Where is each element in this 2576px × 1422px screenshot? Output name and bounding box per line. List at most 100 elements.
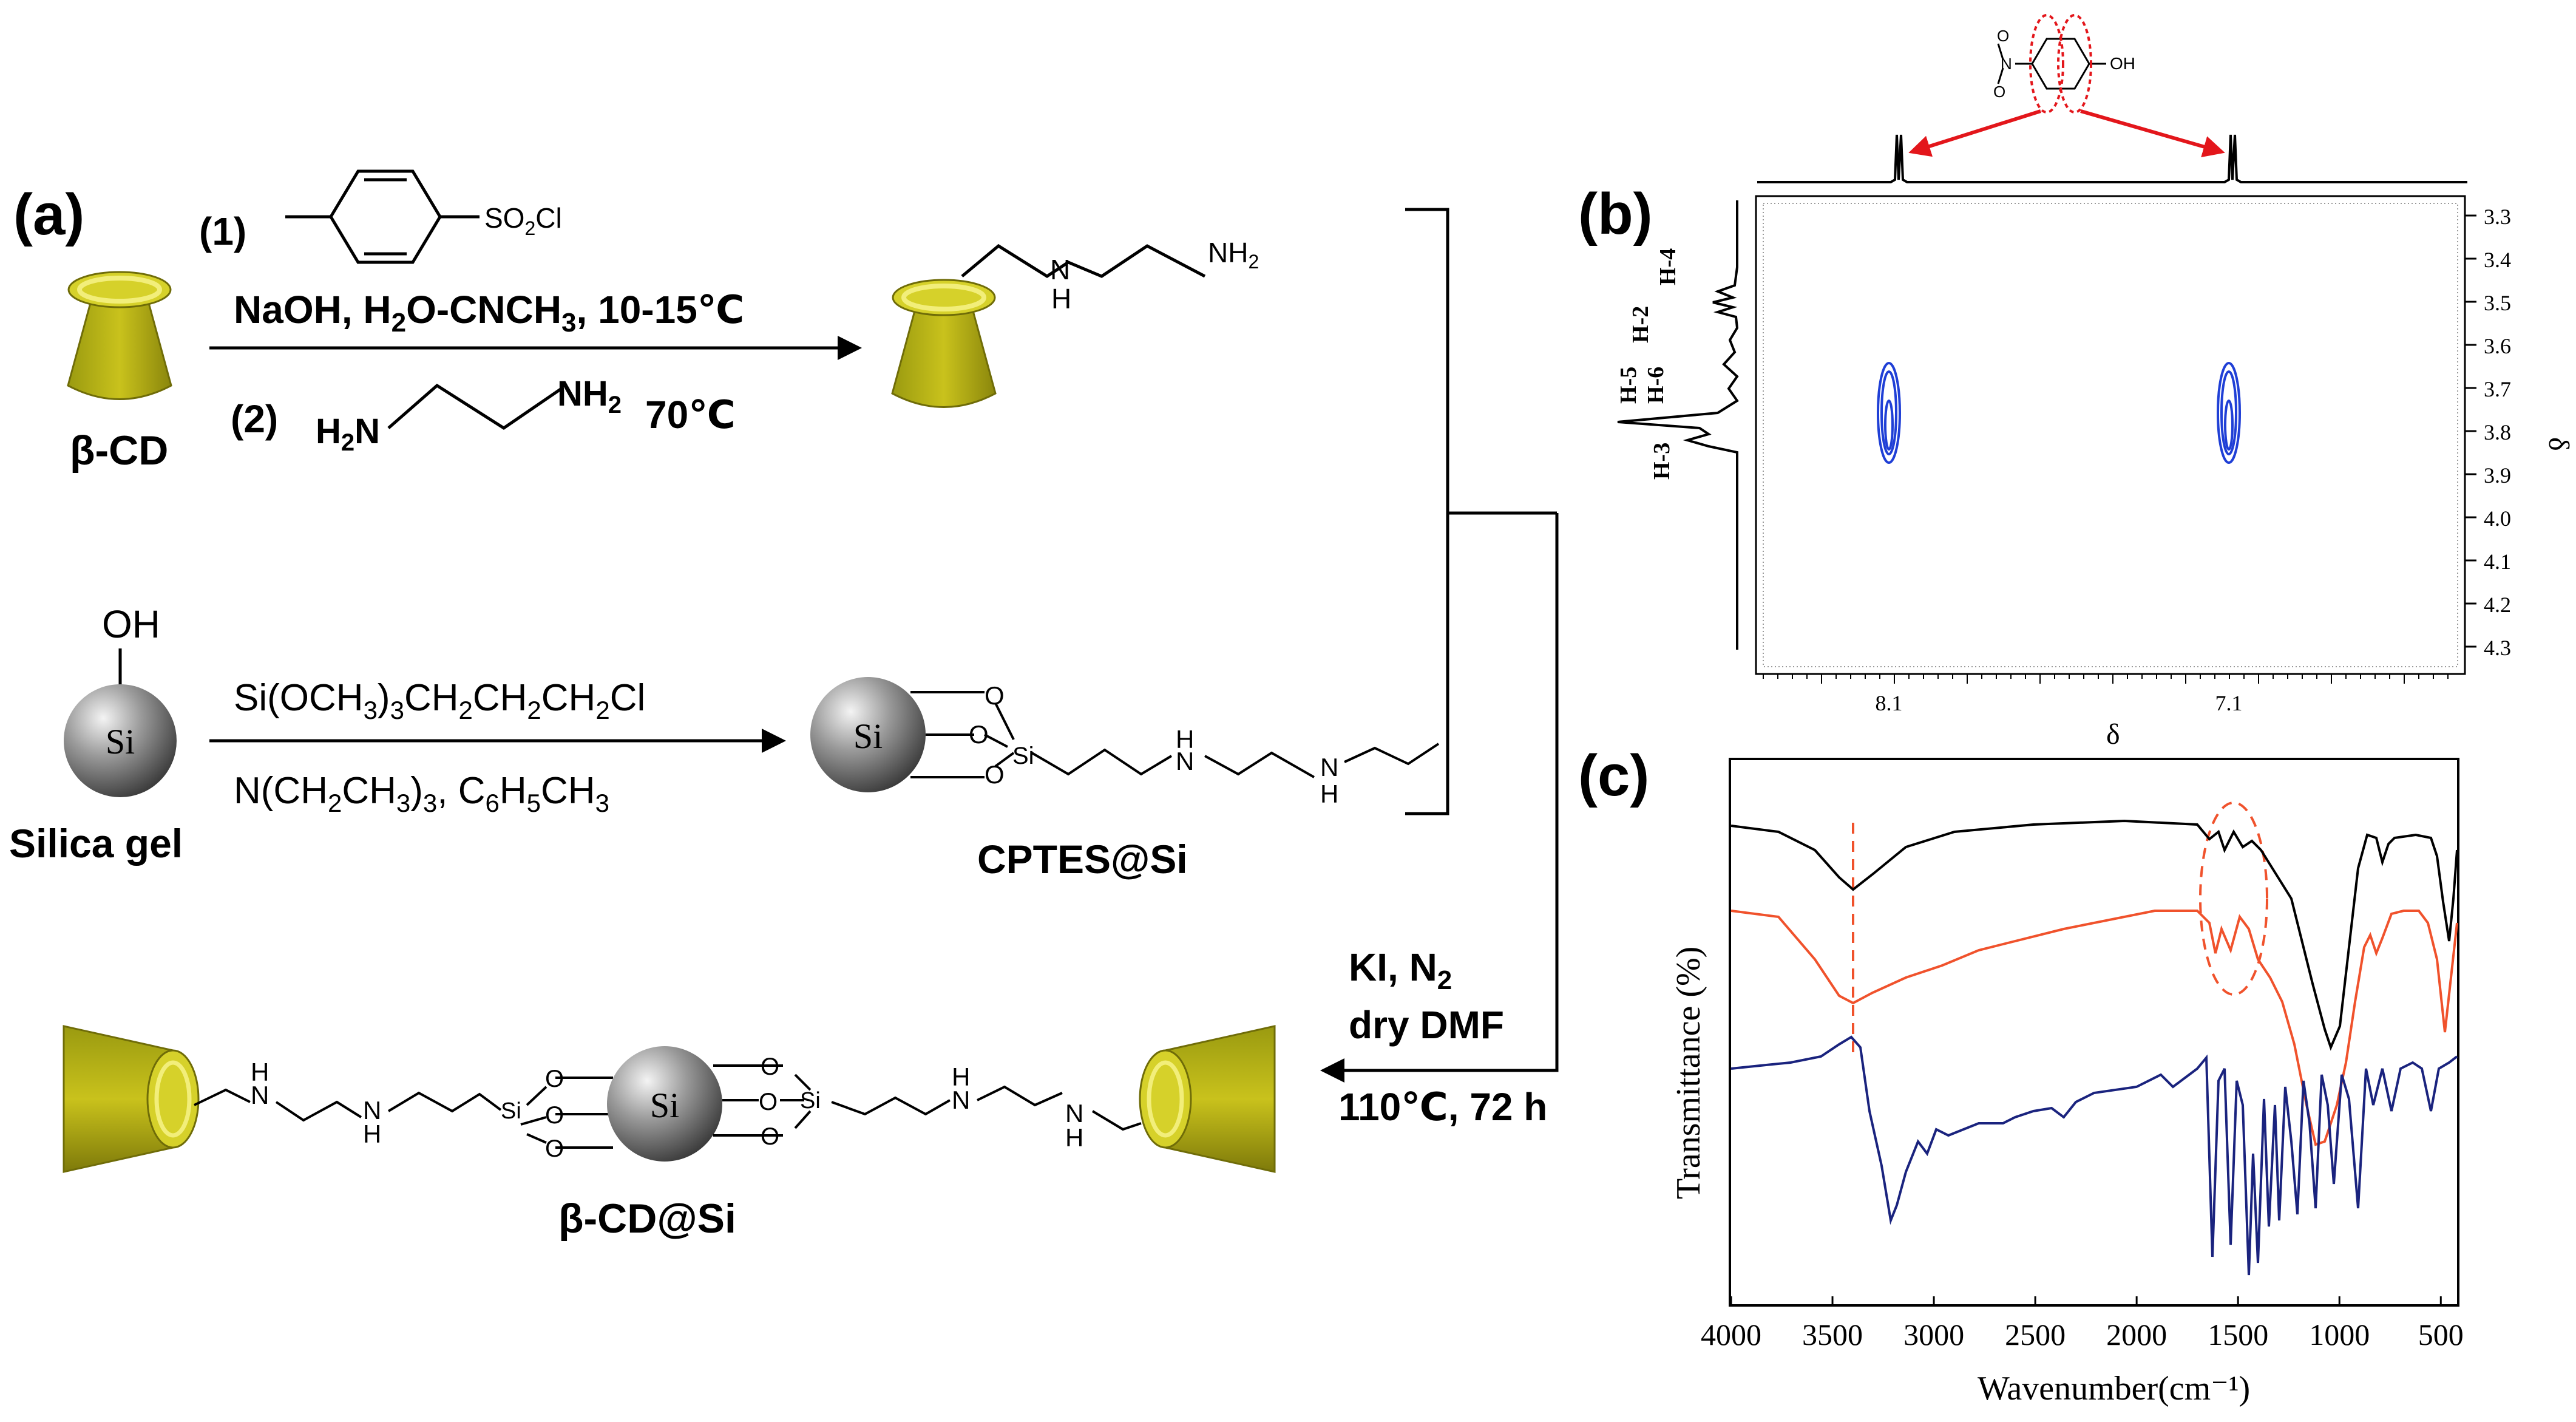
final-n-4: N — [1065, 1099, 1083, 1128]
final-o-2: O — [545, 1102, 564, 1129]
ir-x-tick-label: 2500 — [2005, 1318, 2066, 1352]
ir-x-axis-label: Wavenumber(cm⁻¹) — [1978, 1370, 2250, 1407]
tosyl-chloride-structure — [285, 169, 480, 264]
ir-x-tick-label: 3000 — [1903, 1318, 1964, 1352]
top-1d-spectrum — [1757, 134, 2467, 183]
nitro-o-top: O — [1997, 27, 2009, 45]
bracket-left — [1405, 208, 1449, 815]
right-axis-tick-label: 4.2 — [2484, 593, 2511, 617]
ethylenediamine-chain — [387, 383, 563, 430]
final-h-3: H — [952, 1063, 970, 1091]
panel-a: (a) β-CD (1) SO2Cl NaOH, H2O-CNCH3, 10-1… — [9, 169, 1559, 1242]
coupling-arrow — [1320, 513, 1559, 1083]
phenol-oh: OH — [2110, 54, 2135, 73]
cptes-o-2: O — [969, 720, 989, 749]
reagent-3: Si(OCH3)3CH2CH2CH2Cl — [234, 677, 645, 724]
cptes-linkage — [910, 691, 1440, 778]
final-cd-left-icon — [63, 1025, 200, 1173]
panel-a-label: (a) — [13, 182, 84, 247]
product1-nh-n: N — [1050, 254, 1070, 285]
proton-label-h6: H-6 — [1643, 367, 1669, 404]
step1-number: (1) — [199, 209, 246, 253]
final-silica-sphere-icon — [607, 1046, 722, 1162]
cptes-si-atom: Si — [1012, 743, 1034, 769]
final-si-right: Si — [800, 1088, 821, 1114]
bottom-axis-tick-label: 8.1 — [1876, 691, 1903, 715]
panel-c-label: (c) — [1578, 743, 1649, 808]
right-axis-tick-label: 3.4 — [2484, 248, 2511, 272]
proton-label-h3: H-3 — [1649, 443, 1675, 480]
reagent-2-temp: 70℃ — [645, 393, 736, 437]
right-axis-tick-label: 4.1 — [2484, 549, 2511, 574]
beta-cd-cone-icon — [67, 271, 172, 400]
final-o-4: O — [761, 1053, 779, 1080]
final-product-label: β-CD@Si — [558, 1196, 736, 1242]
nitro-o-bottom: O — [1993, 83, 2005, 101]
cptes-o-3: O — [985, 760, 1005, 789]
right-axis-tick-label: 4.3 — [2484, 636, 2511, 660]
beta-cd-label: β-CD — [70, 427, 168, 474]
red-arrow-right — [2080, 109, 2225, 157]
cptes-h-2: H — [1320, 780, 1338, 808]
mono-amino-cd-icon — [891, 279, 997, 408]
final-n-1: N — [251, 1081, 269, 1109]
silica-oh: OH — [102, 602, 160, 646]
panel-b-label: (b) — [1578, 182, 1653, 247]
final-n-2: N — [363, 1096, 381, 1124]
product1-nh-h: H — [1051, 283, 1071, 315]
noesy-frame — [1755, 195, 2466, 675]
reagent-4: N(CH2CH3)3, C6H5CH3 — [234, 770, 609, 817]
nitro-n: N — [2001, 55, 2012, 73]
ir-spectrum-orange — [1730, 910, 2458, 1146]
final-chain-right — [713, 1064, 1142, 1137]
proton-labels: H-4 H-2 H-5 H-6 H-3 — [1616, 248, 1681, 480]
final-cd-right-icon — [1139, 1025, 1276, 1173]
cross-peak-2 — [2217, 362, 2241, 464]
right-axis-tick-label: 4.0 — [2484, 506, 2511, 531]
ir-spectrum-black — [1730, 819, 2458, 1051]
cptes-n-2: N — [1320, 753, 1338, 781]
final-h-1: H — [251, 1058, 269, 1086]
cptes-sphere-icon — [810, 677, 926, 792]
ir-spectrum-navy — [1730, 1035, 2458, 1276]
silica-gel-label: Silica gel — [9, 821, 183, 866]
red-arrow-left — [1908, 109, 2041, 157]
proton-label-h4: H-4 — [1655, 248, 1681, 285]
panel-b: (b) O N O OH H-4 H-2 H-5 H-6 H-3 — [1578, 14, 2575, 750]
coupling-cond-3: 110℃, 72 h — [1338, 1085, 1547, 1129]
ethylenediamine-nh2: NH2 — [557, 374, 622, 418]
cptes-n-1: N — [1176, 747, 1194, 775]
silica-sphere-icon — [64, 684, 177, 797]
coupling-cond-2: dry DMF — [1349, 1003, 1504, 1047]
final-o-6: O — [761, 1123, 779, 1150]
product1-nh2: NH2 — [1208, 237, 1259, 273]
product1-chain — [961, 243, 1206, 278]
right-axis-tick-label: 3.6 — [2484, 334, 2511, 358]
left-1d-spectrum — [1617, 200, 1739, 650]
cptes-h-1: H — [1176, 725, 1194, 754]
ethylenediamine-h2n: H2N — [316, 412, 380, 456]
ir-x-tick-label: 1000 — [2309, 1318, 2370, 1352]
step2-number: (2) — [231, 397, 278, 441]
final-o-5: O — [759, 1089, 778, 1115]
ir-x-tick-label: 2000 — [2106, 1318, 2167, 1352]
final-o-3: O — [545, 1135, 564, 1162]
right-axis-tick-label: 3.8 — [2484, 420, 2511, 444]
final-chain-left — [194, 1077, 613, 1149]
ir-plot-frame — [1729, 758, 2459, 1307]
right-axis-tick-label: 3.7 — [2484, 377, 2511, 401]
right-axis-tick-label: 3.3 — [2484, 205, 2511, 229]
highlight-ring-right — [2057, 14, 2092, 114]
right-axis-ticks: 3.3 3.4 3.5 3.6 3.7 3.8 3.9 4.0 4.1 4.2 4.3 — [2465, 205, 2511, 660]
right-axis-label: δ — [2543, 437, 2575, 451]
ir-x-tick-label: 3500 — [1802, 1318, 1863, 1352]
ir-x-tick-label: 4000 — [1701, 1318, 1761, 1352]
bottom-axis-tick-label: 7.1 — [2215, 691, 2243, 715]
right-axis-tick-label: 3.9 — [2484, 463, 2511, 488]
final-h-2: H — [363, 1120, 381, 1148]
right-axis-tick-label: 3.5 — [2484, 291, 2511, 315]
proton-label-h5: H-5 — [1616, 367, 1641, 404]
